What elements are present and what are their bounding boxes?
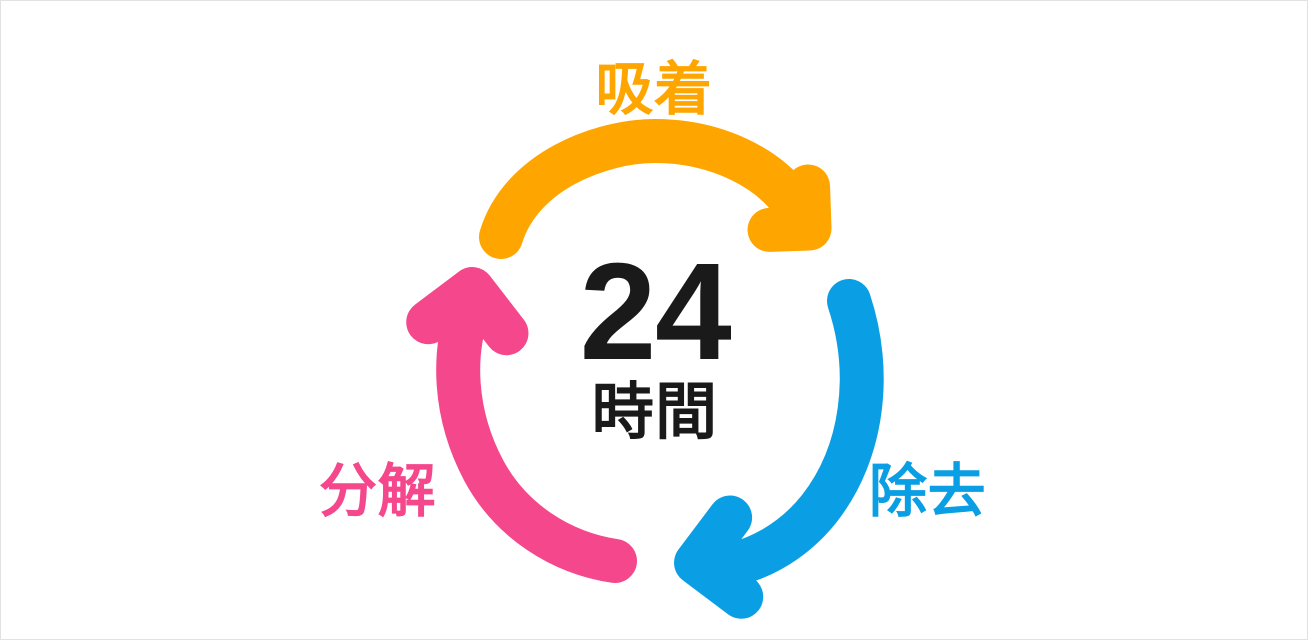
curved-arrow-icon-removal-shaft <box>697 279 884 589</box>
center-duration-unit: 時間 <box>591 377 719 447</box>
arrow-decomposition <box>406 267 637 583</box>
curved-arrow-icon-decomposition-shaft <box>436 289 637 583</box>
curved-arrow-icon-removal-head <box>674 495 764 619</box>
step-label-removal: 除去 <box>869 459 987 524</box>
arrow-removal <box>674 279 884 619</box>
center-duration-number: 24 <box>579 235 732 389</box>
arrow-adsorption <box>479 118 832 259</box>
step-label-adsorption: 吸着 <box>595 57 713 122</box>
step-label-decomposition: 分解 <box>319 459 437 524</box>
curved-arrow-icon-adsorption-shaft <box>479 118 819 259</box>
center-duration: 24 時間 <box>455 235 855 447</box>
curved-arrow-icon-decomposition-head <box>406 267 529 356</box>
curved-arrow-icon-adsorption-head <box>747 164 832 252</box>
